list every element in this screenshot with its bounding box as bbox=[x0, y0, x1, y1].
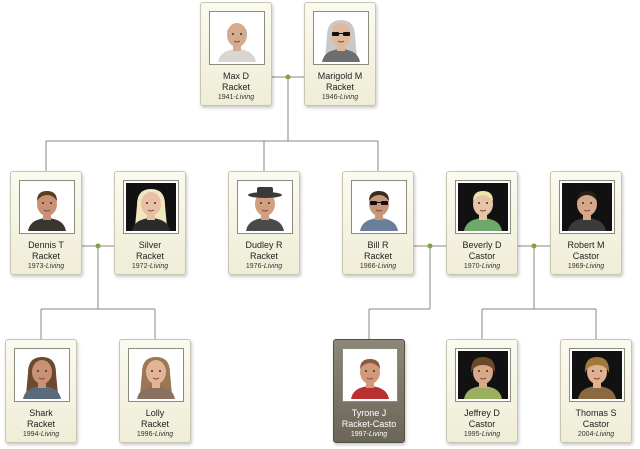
living-status: Living bbox=[481, 431, 501, 438]
person-dates: 1966-Living bbox=[359, 263, 397, 270]
birth-year: 1973 bbox=[27, 263, 44, 270]
person-first-name: Marigold M bbox=[317, 71, 363, 81]
person-first-name: Silver bbox=[138, 240, 162, 250]
man-portrait-icon bbox=[19, 180, 75, 234]
living-status: Living bbox=[235, 94, 255, 101]
man-sunglasses-portrait-icon bbox=[351, 180, 407, 234]
birth-year: 1941 bbox=[217, 94, 234, 101]
birth-year: 1996 bbox=[136, 431, 153, 438]
person-dates: 2004-Living bbox=[577, 431, 615, 438]
person-dates: 1941-Living bbox=[217, 94, 255, 101]
living-status: Living bbox=[40, 431, 60, 438]
person-first-name: Thomas S bbox=[575, 408, 617, 418]
living-status: Living bbox=[585, 263, 605, 270]
living-status: Living bbox=[149, 263, 169, 270]
person-dates: 1995-Living bbox=[463, 431, 501, 438]
birth-year: 2004 bbox=[577, 431, 594, 438]
living-status: Living bbox=[368, 431, 388, 438]
person-first-name: Tyrone J bbox=[351, 408, 387, 418]
blonde-woman-short-hair-portrait-icon bbox=[455, 180, 511, 234]
person-first-name: Lolly bbox=[145, 408, 165, 418]
birth-year: 1972 bbox=[131, 263, 148, 270]
boy-bowl-cut-portrait-icon bbox=[455, 348, 511, 402]
boy-portrait-icon bbox=[342, 348, 398, 402]
living-status: Living bbox=[45, 263, 65, 270]
person-dates: 1994-Living bbox=[22, 431, 60, 438]
person-last-name: Racket-Casto bbox=[341, 419, 397, 429]
person-first-name: Robert M bbox=[567, 240, 605, 250]
person-first-name: Beverly D bbox=[462, 240, 502, 250]
living-status: Living bbox=[481, 263, 501, 270]
person-first-name: Bill R bbox=[367, 240, 389, 250]
person-last-name: Racket bbox=[135, 251, 164, 261]
person-dates: 1970-Living bbox=[463, 263, 501, 270]
person-dates: 1997-Living bbox=[350, 431, 388, 438]
person-last-name: Racket bbox=[221, 82, 250, 92]
birth-year: 1976 bbox=[245, 263, 262, 270]
person-dates: 1946-Living bbox=[321, 94, 359, 101]
person-last-name: Castor bbox=[468, 251, 496, 261]
birth-year: 1970 bbox=[463, 263, 480, 270]
couple-junction-dot bbox=[427, 243, 433, 249]
person-dates: 1976-Living bbox=[245, 263, 283, 270]
long-hair-boy-portrait-icon bbox=[14, 348, 70, 402]
birth-year: 1966 bbox=[359, 263, 376, 270]
person-first-name: Shark bbox=[29, 408, 53, 418]
elderly-bald-man-portrait-icon bbox=[209, 11, 265, 65]
person-dates: 1969-Living bbox=[567, 263, 605, 270]
young-boy-portrait-icon bbox=[569, 348, 625, 402]
living-status: Living bbox=[339, 94, 359, 101]
person-last-name: Castor bbox=[572, 251, 600, 261]
couple-junction-dot bbox=[95, 243, 101, 249]
living-status: Living bbox=[377, 263, 397, 270]
man-cowboy-hat-portrait-icon bbox=[237, 180, 293, 234]
person-first-name: Dudley R bbox=[245, 240, 283, 250]
elderly-woman-sunglasses-portrait-icon bbox=[313, 11, 369, 65]
birth-year: 1995 bbox=[463, 431, 480, 438]
living-status: Living bbox=[154, 431, 174, 438]
person-last-name: Racket bbox=[363, 251, 392, 261]
living-status: Living bbox=[595, 431, 615, 438]
person-last-name: Racket bbox=[31, 251, 60, 261]
person-last-name: Racket bbox=[140, 419, 169, 429]
birth-year: 1997 bbox=[350, 431, 367, 438]
person-dates: 1996-Living bbox=[136, 431, 174, 438]
person-dates: 1972-Living bbox=[131, 263, 169, 270]
person-last-name: Racket bbox=[26, 419, 55, 429]
person-dates: 1973-Living bbox=[27, 263, 65, 270]
person-last-name: Castor bbox=[582, 419, 610, 429]
person-last-name: Racket bbox=[325, 82, 354, 92]
blonde-woman-portrait-icon bbox=[123, 180, 179, 234]
birth-year: 1946 bbox=[321, 94, 338, 101]
living-status: Living bbox=[263, 263, 283, 270]
person-last-name: Racket bbox=[249, 251, 278, 261]
man-portrait-icon bbox=[559, 180, 615, 234]
couple-junction-dot bbox=[285, 74, 291, 80]
girl-portrait-icon bbox=[128, 348, 184, 402]
person-first-name: Max D bbox=[222, 71, 249, 81]
person-last-name: Castor bbox=[468, 419, 496, 429]
birth-year: 1994 bbox=[22, 431, 39, 438]
birth-year: 1969 bbox=[567, 263, 584, 270]
couple-junction-dot bbox=[531, 243, 537, 249]
person-first-name: Jeffrey D bbox=[464, 408, 500, 418]
person-first-name: Dennis T bbox=[28, 240, 64, 250]
